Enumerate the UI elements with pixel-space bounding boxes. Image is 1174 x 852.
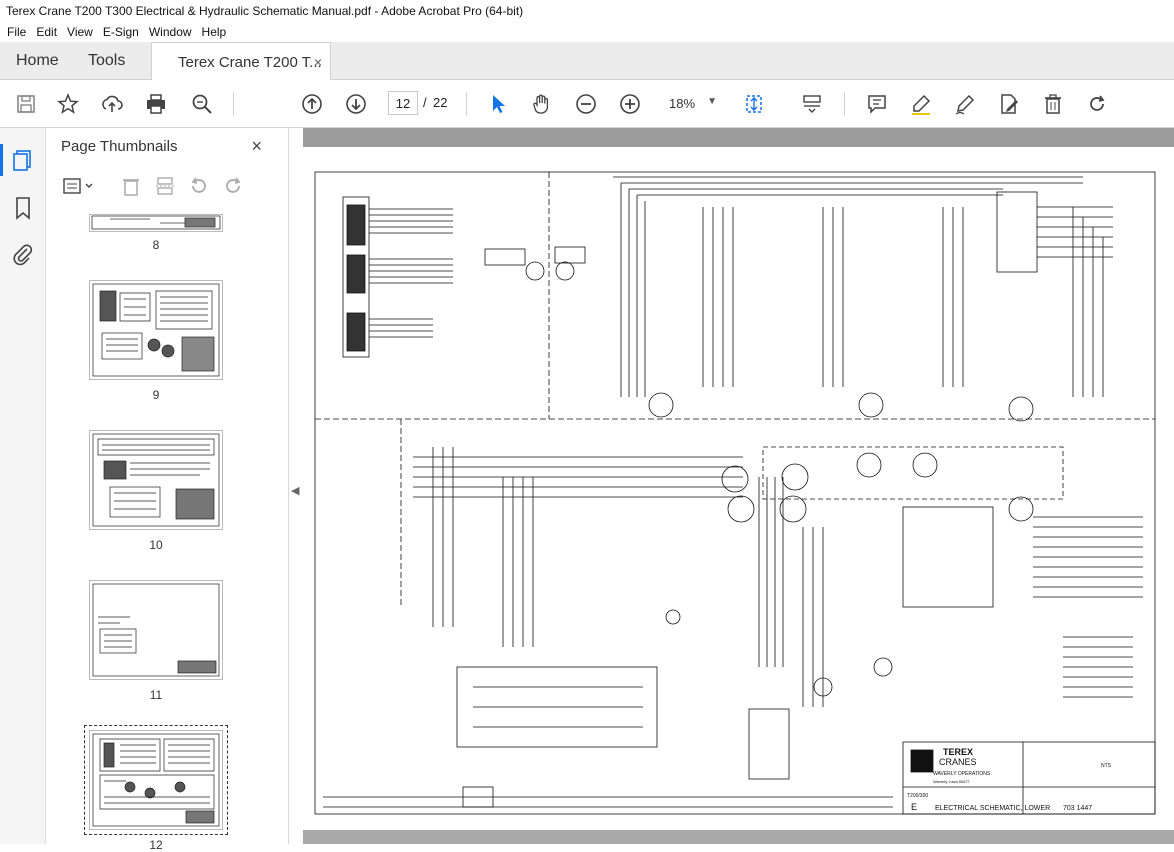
panel-collapse-handle[interactable]: ◀ [289,128,303,844]
menu-help[interactable]: Help [201,25,227,39]
rotate-right-icon[interactable] [222,175,244,197]
tab-home[interactable]: Home [16,52,59,69]
window-title: Terex Crane T200 T300 Electrical & Hydra… [6,4,524,18]
panel-toolbar [46,172,289,202]
page-thumbnails-icon[interactable] [11,148,35,172]
menu-esign[interactable]: E-Sign [102,25,139,39]
pdf-page: TEREX CRANES WAVERLY OPERATIONS Waverly,… [303,147,1174,830]
tab-document[interactable]: Terex Crane T200 T... × [151,42,331,81]
print-icon[interactable] [144,92,168,116]
chevron-left-icon: ◀ [291,485,300,497]
thumbnail-label: 10 [149,538,163,552]
tab-bar: Home Tools Terex Crane T200 T... × [0,42,1174,81]
close-tab-icon[interactable]: × [313,54,322,70]
electrical-schematic-drawing: TEREX CRANES WAVERLY OPERATIONS Waverly,… [314,171,1156,815]
page-number-input[interactable]: 12 [388,91,418,115]
zoom-in-icon[interactable] [618,92,642,116]
prev-page-icon[interactable] [300,92,324,116]
drawing-scale: NTS [1101,763,1112,769]
extract-page-icon[interactable] [154,175,176,197]
toolbar-separator [844,92,845,116]
page-thumbnail-9[interactable] [89,280,223,380]
menu-window[interactable]: Window [148,25,192,39]
drawing-model: T200/300 [907,793,928,799]
drawing-number: 703 1447 [1063,805,1092,812]
thumbnail-options-icon[interactable] [62,175,96,197]
zoom-out-icon[interactable] [574,92,598,116]
bookmark-star-icon[interactable] [56,92,80,116]
select-cursor-icon[interactable] [486,92,510,116]
comment-icon[interactable] [865,92,889,116]
active-indicator [0,144,3,176]
chevron-down-icon: ▼ [707,96,717,107]
hand-pan-icon[interactable] [530,92,554,116]
attachments-icon[interactable] [11,242,35,266]
delete-page-icon[interactable] [120,175,142,197]
rotate-left-icon[interactable] [188,175,210,197]
window-titlebar: Terex Crane T200 T300 Electrical & Hydra… [0,0,1174,22]
panel-title: Page Thumbnails [61,138,178,155]
scroll-mode-icon[interactable] [800,92,824,116]
drawing-sheet: E [911,802,917,812]
zoom-dropdown[interactable]: 18% ▼ [661,91,721,115]
company-subname: CRANES [939,757,977,767]
company-division: WAVERLY OPERATIONS [933,771,991,777]
left-navigation-rail [0,128,46,844]
zoom-value: 18% [669,95,696,111]
menu-file[interactable]: File [7,25,27,39]
thumbnail-label: 9 [152,388,160,402]
page-thumbnails-panel: Page Thumbnails × 8 [46,128,322,852]
main-toolbar [0,80,1174,128]
redo-icon[interactable] [1085,92,1109,116]
document-bottom-gap [303,830,1174,844]
menu-bar: File Edit View E-Sign Window Help [0,22,1174,42]
zoom-search-icon[interactable] [190,92,214,116]
send-edit-icon[interactable] [997,92,1021,116]
company-location: Waverly, Iowa 50677 [933,779,971,784]
delete-icon[interactable] [1041,92,1065,116]
tab-document-label: Terex Crane T200 T... [178,53,322,71]
sign-icon[interactable] [953,92,977,116]
next-page-icon[interactable] [344,92,368,116]
thumbnail-label: 8 [152,238,160,252]
close-panel-icon[interactable]: × [251,136,262,156]
highlight-icon[interactable] [909,92,933,116]
page-thumbnail-12[interactable] [84,725,228,835]
page-total: 22 [433,95,448,110]
toolbar-separator [466,92,467,116]
save-icon[interactable] [14,92,38,116]
thumbnail-label: 11 [149,688,163,702]
toolbar-separator [233,92,234,116]
bookmarks-icon[interactable] [11,196,35,220]
share-upload-icon[interactable] [100,92,124,116]
drawing-title: ELECTRICAL SCHEMATIC, LOWER [935,805,1050,812]
thumbnail-list: 8 9 [46,214,266,852]
tab-tools[interactable]: Tools [88,52,126,69]
company-name: TEREX [943,747,973,757]
page-thumbnail-11[interactable] [89,580,223,680]
fit-page-icon[interactable] [742,92,766,116]
document-viewer[interactable]: TEREX CRANES WAVERLY OPERATIONS Waverly,… [303,128,1174,844]
page-thumbnail-8[interactable] [89,214,223,232]
page-separator: / [423,95,427,110]
thumbnail-label: 12 [149,838,163,852]
menu-edit[interactable]: Edit [36,25,58,39]
page-thumbnail-10[interactable] [89,430,223,530]
menu-view[interactable]: View [67,25,93,39]
